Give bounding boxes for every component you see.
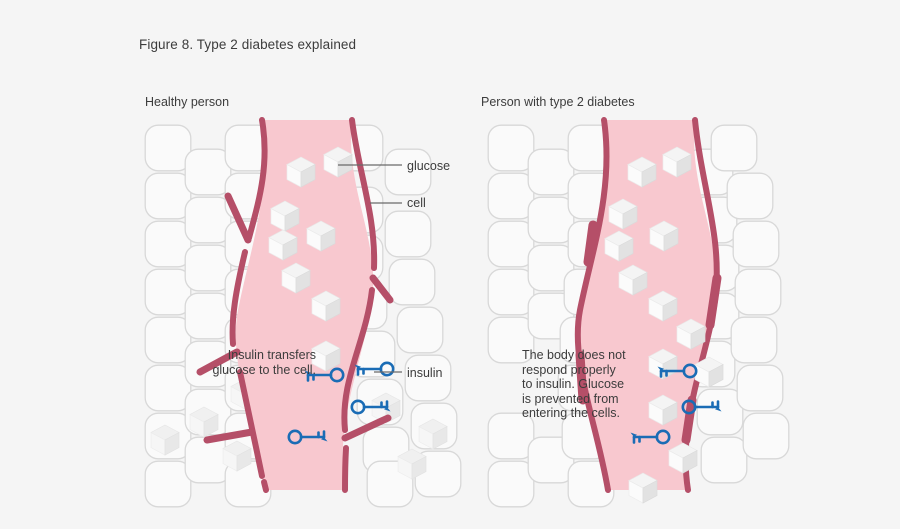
cell xyxy=(184,244,232,292)
cell xyxy=(732,220,780,268)
cell xyxy=(184,292,232,340)
cell xyxy=(144,268,192,316)
panel-healthy xyxy=(144,117,462,508)
cell xyxy=(700,436,748,484)
cell xyxy=(730,316,778,364)
wall-flap xyxy=(196,348,241,376)
cell xyxy=(487,124,535,172)
annotation-diabetes-line: to insulin. Glucose xyxy=(522,377,625,392)
vessel-wall-thickened-right-diabetes xyxy=(681,273,722,445)
annotation-diabetes-line: The body does not xyxy=(522,348,626,362)
cell xyxy=(527,196,575,244)
cell xyxy=(184,148,232,196)
cell xyxy=(734,268,782,316)
cell xyxy=(144,172,192,220)
cell xyxy=(487,460,535,508)
callout-label-cell: cell xyxy=(407,196,426,210)
wall-flap xyxy=(224,192,252,244)
annotation-healthy-line: Insulin transfers xyxy=(227,348,316,362)
annotation-diabetes: The body does not respond properly to in… xyxy=(522,348,634,421)
callout-label-glucose: glucose xyxy=(407,159,451,173)
vessel-wall-openings-healthy xyxy=(196,192,256,444)
blood-vessel-healthy xyxy=(235,120,374,490)
cell xyxy=(487,172,535,220)
vessel-wall-left-diabetes xyxy=(574,117,611,493)
wall-flap xyxy=(341,414,392,442)
cell xyxy=(144,220,192,268)
cell xyxy=(144,124,192,172)
callout-leader-lines-healthy xyxy=(338,164,402,373)
cell xyxy=(396,306,444,354)
wall-thick-patch xyxy=(575,350,588,405)
vessel-wall-openings-right-healthy xyxy=(341,274,394,442)
cell xyxy=(144,460,192,508)
annotation-healthy: Insulin transfers glucose to the cell. xyxy=(176,348,316,377)
vessel-wall-right-healthy xyxy=(341,117,378,493)
cell xyxy=(710,124,758,172)
panel-title-diabetes: Person with type 2 diabetes xyxy=(481,95,635,109)
annotation-diabetes-line: is prevented from xyxy=(522,391,619,406)
cell xyxy=(527,148,575,196)
cell xyxy=(742,412,790,460)
wall-thick-patch xyxy=(681,395,697,445)
wall-thick-patch xyxy=(705,273,722,330)
callout-label-insulin: insulin xyxy=(407,366,443,380)
cell xyxy=(184,196,232,244)
cell xyxy=(487,220,535,268)
cell xyxy=(736,364,784,412)
vessel-wall-thickened-diabetes xyxy=(575,220,598,405)
vessel-wall-left-healthy xyxy=(229,117,269,493)
cell xyxy=(384,210,432,258)
wall-flap xyxy=(369,274,394,304)
cell xyxy=(696,388,744,436)
panel-title-healthy: Healthy person xyxy=(145,95,230,109)
cell xyxy=(487,268,535,316)
panel-diabetes xyxy=(487,117,790,508)
wall-thick-patch xyxy=(583,220,598,267)
annotation-healthy-line: glucose to the cell. xyxy=(212,362,316,377)
wall-flap xyxy=(203,428,256,444)
annotation-diabetes-line: respond properly xyxy=(522,362,616,377)
figure-title: Figure 8. Type 2 diabetes explained xyxy=(139,37,357,52)
cell xyxy=(388,258,436,306)
cell xyxy=(726,172,774,220)
annotation-diabetes-line: entering the cells. xyxy=(522,406,620,421)
